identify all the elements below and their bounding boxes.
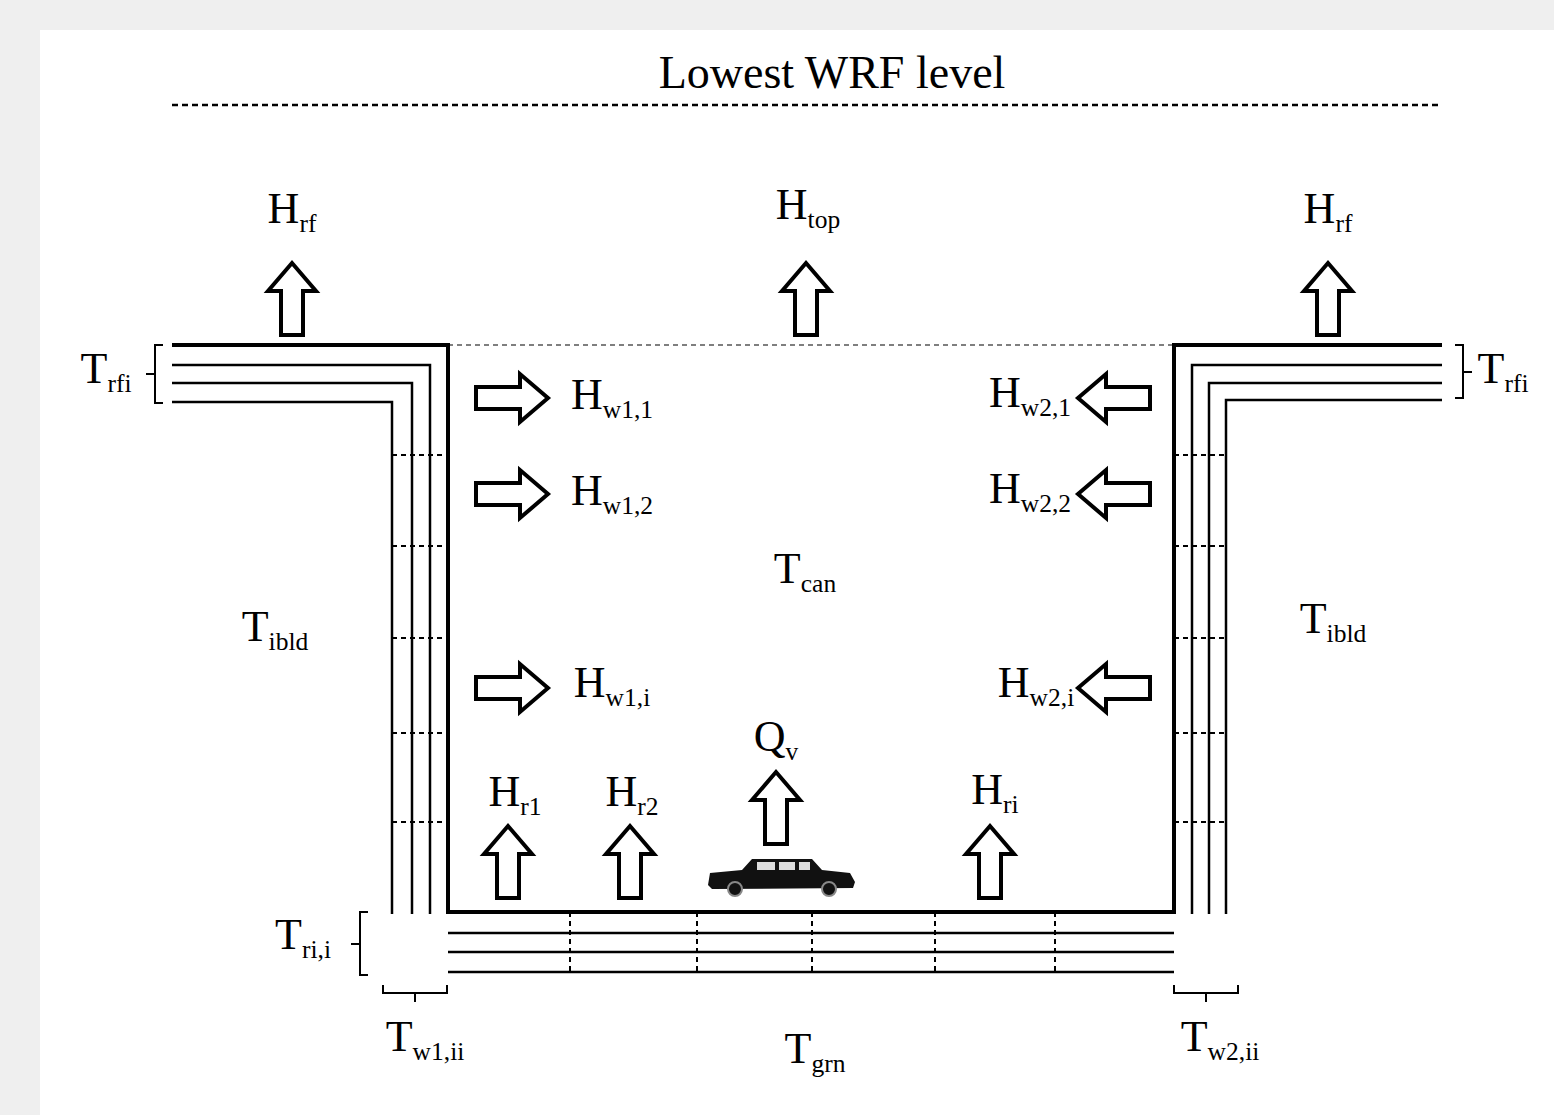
symbol-text: Hw1,2 bbox=[571, 466, 653, 515]
variable-label: Hri bbox=[971, 768, 1018, 817]
symbol-text: Tw1,ii bbox=[386, 1012, 465, 1061]
symbol-text: Hw1,i bbox=[574, 658, 650, 707]
variable-label: Trfi bbox=[81, 347, 132, 396]
symbol-text: Tgrn bbox=[785, 1024, 846, 1073]
symbol-text: Hrf bbox=[1304, 184, 1353, 233]
symbol-text: Hw2,1 bbox=[989, 368, 1071, 417]
variable-label: Tibld bbox=[242, 605, 309, 654]
variable-label: Hw2,i bbox=[998, 661, 1074, 710]
variable-label: Hw1,2 bbox=[571, 469, 653, 518]
symbol-text: Hw1,1 bbox=[571, 370, 653, 419]
symbol-text: Htop bbox=[776, 180, 840, 229]
diagram-title: Lowest WRF level bbox=[659, 46, 1006, 99]
panel bbox=[40, 30, 1554, 1115]
car-icon bbox=[708, 859, 855, 896]
symbol-text: Trfi bbox=[81, 344, 132, 393]
variable-label: Tgrn bbox=[785, 1027, 846, 1076]
variable-label: Tw2,ii bbox=[1181, 1015, 1260, 1064]
symbol-text: Tcan bbox=[774, 544, 836, 593]
variable-label: Hrf bbox=[268, 187, 317, 236]
variable-label: Tw1,ii bbox=[386, 1015, 465, 1064]
variable-label: Trfi bbox=[1478, 347, 1529, 396]
variable-label: Htop bbox=[776, 183, 840, 232]
flux-arrows bbox=[268, 263, 1352, 898]
variable-label: Hrf bbox=[1304, 187, 1353, 236]
model-level-line bbox=[172, 104, 1442, 107]
variable-label: Hr2 bbox=[605, 770, 658, 819]
symbol-text: Hr1 bbox=[488, 767, 541, 816]
symbol-text: Trfi bbox=[1478, 344, 1529, 393]
symbol-text: Tw2,ii bbox=[1181, 1012, 1260, 1061]
symbol-text: Hw2,i bbox=[998, 658, 1074, 707]
variable-label: Hw2,1 bbox=[989, 371, 1071, 420]
symbol-text: Tibld bbox=[1300, 594, 1367, 643]
canyon-top-line bbox=[448, 344, 1174, 345]
variable-label: Tcan bbox=[774, 547, 836, 596]
brackets bbox=[146, 345, 1472, 1002]
variable-label: Hr1 bbox=[488, 770, 541, 819]
symbol-text: Hrf bbox=[268, 184, 317, 233]
road-layers bbox=[446, 912, 1176, 972]
variable-label: Hw2,2 bbox=[989, 467, 1071, 516]
variable-label: Hw1,i bbox=[574, 661, 650, 710]
right-building bbox=[1174, 345, 1442, 914]
left-building bbox=[172, 345, 448, 914]
symbol-text: Qv bbox=[754, 712, 799, 761]
symbol-text: Hri bbox=[971, 765, 1018, 814]
variable-label: Tri,i bbox=[275, 913, 331, 962]
variable-label: Tibld bbox=[1300, 597, 1367, 646]
symbol-text: Tibld bbox=[242, 602, 309, 651]
symbol-text: Hr2 bbox=[605, 767, 658, 816]
variable-label: Hw1,1 bbox=[571, 373, 653, 422]
variable-label: Qv bbox=[754, 715, 799, 764]
symbol-text: Tri,i bbox=[275, 910, 331, 959]
symbol-text: Hw2,2 bbox=[989, 464, 1071, 513]
